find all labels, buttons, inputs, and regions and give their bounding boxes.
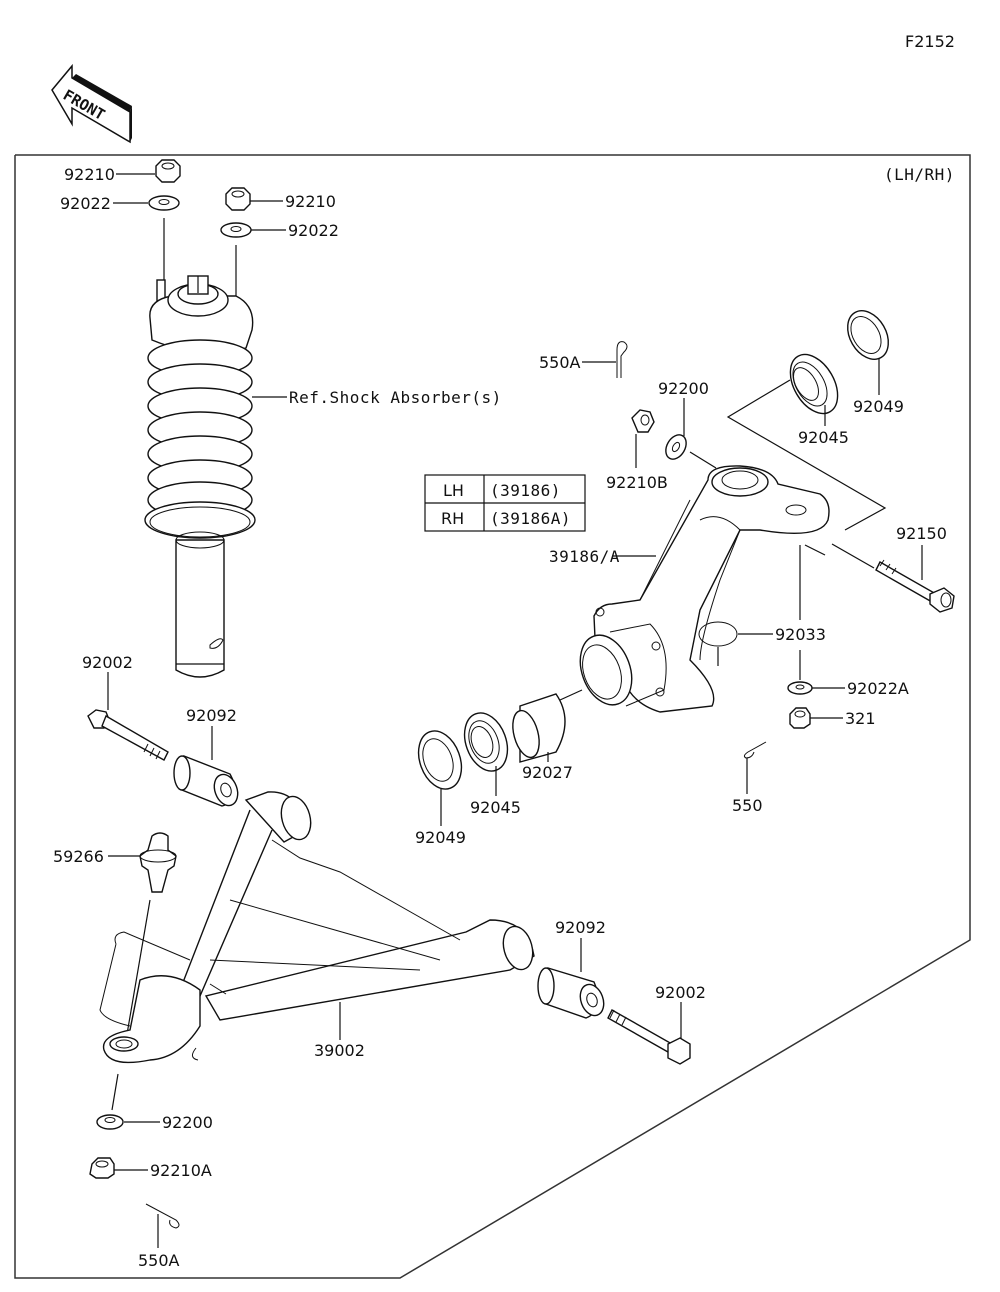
callout-bolt-arm-left[interactable]: 92002 <box>82 653 133 672</box>
side-note: (LH/RH) <box>884 165 955 184</box>
callout-bushing-left[interactable]: 92092 <box>186 706 237 725</box>
bearing-icon <box>463 712 509 772</box>
washer-icon <box>96 1114 124 1130</box>
washer-icon <box>220 222 252 238</box>
callout-a-arm[interactable]: 39002 <box>314 1041 365 1060</box>
shock-absorber-icon <box>144 275 256 678</box>
callout-ball-joint[interactable]: 59266 <box>53 847 104 866</box>
cotter-pin-icon <box>743 741 767 759</box>
callout-castle-nut-top[interactable]: 92210B <box>606 473 668 492</box>
callout-bearing-top[interactable]: 92045 <box>798 428 849 447</box>
callout-shock-absorber-ref[interactable]: Ref.Shock Absorber(s) <box>289 388 502 407</box>
figure-code: F2152 <box>905 32 955 51</box>
callout-castle-nut-arm[interactable]: 92210A <box>150 1161 212 1180</box>
callout-bearing-bottom[interactable]: 92045 <box>470 798 521 817</box>
variant-part-lh: (39186) <box>490 481 561 500</box>
callout-castle-nut-small[interactable]: 321 <box>845 709 876 728</box>
variant-part-rh: (39186A) <box>490 509 571 528</box>
steering-knuckle-icon <box>579 465 830 713</box>
bushing-icon <box>537 967 605 1019</box>
bushing-icon <box>173 754 239 807</box>
diagram-frame <box>14 154 971 1279</box>
callout-shock-washer-right[interactable]: 92022 <box>288 221 339 240</box>
nut-icon <box>225 187 251 211</box>
callout-shock-washer-left[interactable]: 92022 <box>60 194 111 213</box>
cotter-pin-icon <box>145 1203 180 1229</box>
callout-knuckle[interactable]: 39186/A <box>549 547 620 566</box>
callout-bolt-arm-right[interactable]: 92002 <box>655 983 706 1002</box>
a-arm-icon <box>99 791 535 1064</box>
callout-cotter-pin-small[interactable]: 550 <box>732 796 763 815</box>
seal-icon <box>417 730 463 790</box>
callout-spacer[interactable]: 92027 <box>522 763 573 782</box>
washer-icon <box>148 195 180 211</box>
washer-icon <box>665 434 687 460</box>
castle-nut-icon <box>631 409 655 433</box>
variant-side-rh: RH <box>441 509 464 528</box>
callout-bolt-knuckle[interactable]: 92150 <box>896 524 947 543</box>
callout-bushing-right[interactable]: 92092 <box>555 918 606 937</box>
circlip-icon <box>698 621 738 647</box>
callout-circlip[interactable]: 92033 <box>775 625 826 644</box>
ball-joint-icon <box>139 832 177 893</box>
callout-shock-nut-right[interactable]: 92210 <box>285 192 336 211</box>
callout-washer-small[interactable]: 92022A <box>847 679 909 698</box>
washer-icon <box>787 681 813 695</box>
variant-side-lh: LH <box>443 481 464 500</box>
callout-cotter-pin-top[interactable]: 550A <box>539 353 581 372</box>
bolt-icon <box>87 709 169 761</box>
callout-cotter-pin-arm[interactable]: 550A <box>138 1251 180 1270</box>
seal-icon <box>847 310 889 360</box>
callout-shock-nut-left[interactable]: 92210 <box>64 165 115 184</box>
nut-icon <box>155 159 181 183</box>
spacer-icon <box>512 693 566 763</box>
bolt-icon <box>875 559 955 613</box>
callout-washer-knuckle-top[interactable]: 92200 <box>658 379 709 398</box>
callout-washer-arm[interactable]: 92200 <box>162 1113 213 1132</box>
variant-table: LH (39186) RH (39186A) <box>424 474 586 532</box>
callout-seal-bottom[interactable]: 92049 <box>415 828 466 847</box>
bearing-icon <box>789 353 839 415</box>
callout-seal-top[interactable]: 92049 <box>853 397 904 416</box>
front-arrow-icon: FRONT <box>51 63 132 144</box>
castle-nut-icon <box>789 707 811 729</box>
bolt-icon <box>607 1009 691 1065</box>
castle-nut-icon <box>89 1157 115 1179</box>
cotter-pin-icon <box>616 341 628 378</box>
